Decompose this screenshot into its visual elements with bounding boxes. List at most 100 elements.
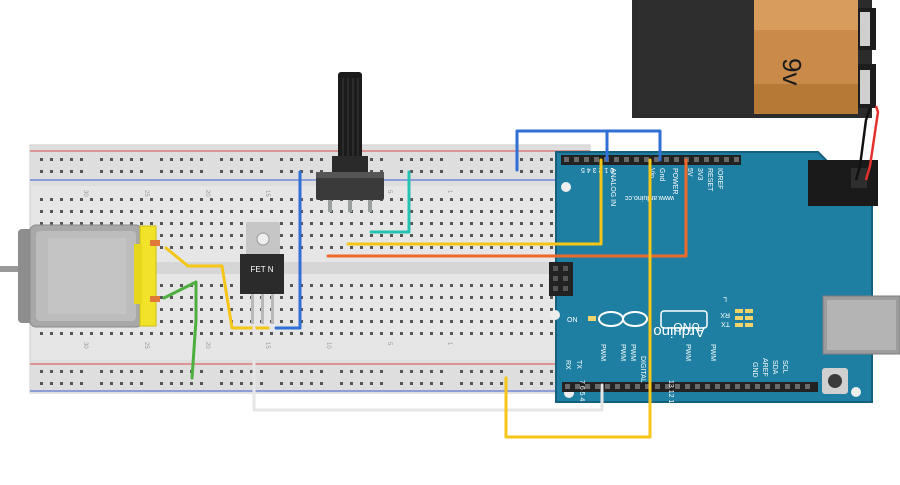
top-power-rail	[30, 146, 590, 186]
breadboard-hole	[310, 246, 313, 249]
yellow-wire-motor	[164, 246, 270, 330]
breadboard-hole	[540, 296, 543, 299]
breadboard-hole	[250, 382, 253, 385]
header-pin	[785, 384, 790, 389]
header-pin	[564, 157, 569, 162]
breadboard-hole	[280, 246, 283, 249]
breadboard-hole	[540, 370, 543, 373]
uno-label: UNO	[673, 320, 700, 334]
breadboard-hole	[550, 158, 553, 161]
breadboard-hole	[290, 308, 293, 311]
breadboard-hole	[550, 198, 553, 201]
breadboard-hole	[70, 170, 73, 173]
breadboard-hole	[480, 198, 483, 201]
breadboard-hole	[150, 222, 153, 225]
breadboard-hole	[380, 158, 383, 161]
breadboard-hole	[190, 296, 193, 299]
breadboard-hole	[470, 210, 473, 213]
breadboard-hole	[440, 370, 443, 373]
breadboard-hole	[130, 170, 133, 173]
breadboard-hole	[180, 320, 183, 323]
breadboard-hole	[50, 332, 53, 335]
header-pin	[614, 157, 619, 162]
header-pin	[664, 157, 669, 162]
breadboard-hole	[170, 198, 173, 201]
breadboard-hole	[230, 198, 233, 201]
breadboard-hole	[460, 158, 463, 161]
breadboard-hole	[170, 170, 173, 173]
breadboard-hole	[390, 332, 393, 335]
breadboard-hole	[50, 170, 53, 173]
breadboard-hole	[230, 284, 233, 287]
breadboard-hole	[260, 332, 263, 335]
breadboard-hole	[310, 158, 313, 161]
header-pin	[644, 157, 649, 162]
breadboard-hole	[220, 222, 223, 225]
breadboard-hole	[400, 210, 403, 213]
breadboard-hole	[520, 332, 523, 335]
breadboard-hole	[440, 170, 443, 173]
column-number: 1	[446, 190, 452, 194]
breadboard-hole	[510, 332, 513, 335]
breadboard-hole	[510, 210, 513, 213]
breadboard-hole	[310, 320, 313, 323]
breadboard-hole	[290, 158, 293, 161]
breadboard-hole	[490, 198, 493, 201]
breadboard-hole	[320, 308, 323, 311]
breadboard-hole	[400, 234, 403, 237]
breadboard-hole	[320, 246, 323, 249]
breadboard-hole	[200, 246, 203, 249]
pwm-label-2: PWM	[619, 344, 626, 361]
breadboard-hole	[470, 234, 473, 237]
breadboard-hole	[550, 370, 553, 373]
breadboard-hole	[290, 210, 293, 213]
breadboard-hole	[320, 158, 323, 161]
bottom-power-rail	[30, 360, 590, 393]
breadboard-hole	[110, 382, 113, 385]
breadboard-hole	[370, 222, 373, 225]
column-number: 1	[446, 342, 452, 346]
breadboard-hole	[80, 198, 83, 201]
breadboard-hole	[490, 170, 493, 173]
breadboard-hole	[180, 222, 183, 225]
breadboard-hole	[480, 296, 483, 299]
breadboard-hole	[200, 198, 203, 201]
breadboard-hole	[350, 234, 353, 237]
breadboard-hole	[450, 246, 453, 249]
dc-motor	[0, 224, 160, 328]
breadboard-hole	[420, 222, 423, 225]
breadboard-hole	[150, 332, 153, 335]
breadboard-hole	[70, 198, 73, 201]
breadboard-hole	[400, 198, 403, 201]
breadboard-hole	[530, 382, 533, 385]
breadboard-hole	[420, 210, 423, 213]
breadboard-hole	[280, 234, 283, 237]
breadboard-hole	[60, 222, 63, 225]
pwm-label-1: PWM	[599, 344, 606, 361]
breadboard-hole	[130, 198, 133, 201]
breadboard-hole	[460, 308, 463, 311]
breadboard-hole	[510, 246, 513, 249]
breadboard-hole	[260, 210, 263, 213]
breadboard-hole	[470, 284, 473, 287]
header-pin	[615, 384, 620, 389]
breadboard-hole	[540, 234, 543, 237]
breadboard-hole	[440, 158, 443, 161]
breadboard-hole	[470, 158, 473, 161]
breadboard-hole	[370, 234, 373, 237]
breadboard-hole	[500, 234, 503, 237]
header-pin	[695, 384, 700, 389]
arduino-logo	[598, 311, 648, 327]
breadboard-hole	[180, 198, 183, 201]
breadboard-hole	[160, 210, 163, 213]
breadboard-hole	[460, 222, 463, 225]
breadboard-hole	[540, 382, 543, 385]
breadboard-hole	[210, 332, 213, 335]
breadboard-hole	[510, 198, 513, 201]
breadboard-hole	[160, 246, 163, 249]
breadboard-hole	[410, 382, 413, 385]
breadboard-hole	[300, 158, 303, 161]
breadboard-hole	[350, 382, 353, 385]
breadboard-hole	[500, 296, 503, 299]
breadboard-hole	[380, 170, 383, 173]
